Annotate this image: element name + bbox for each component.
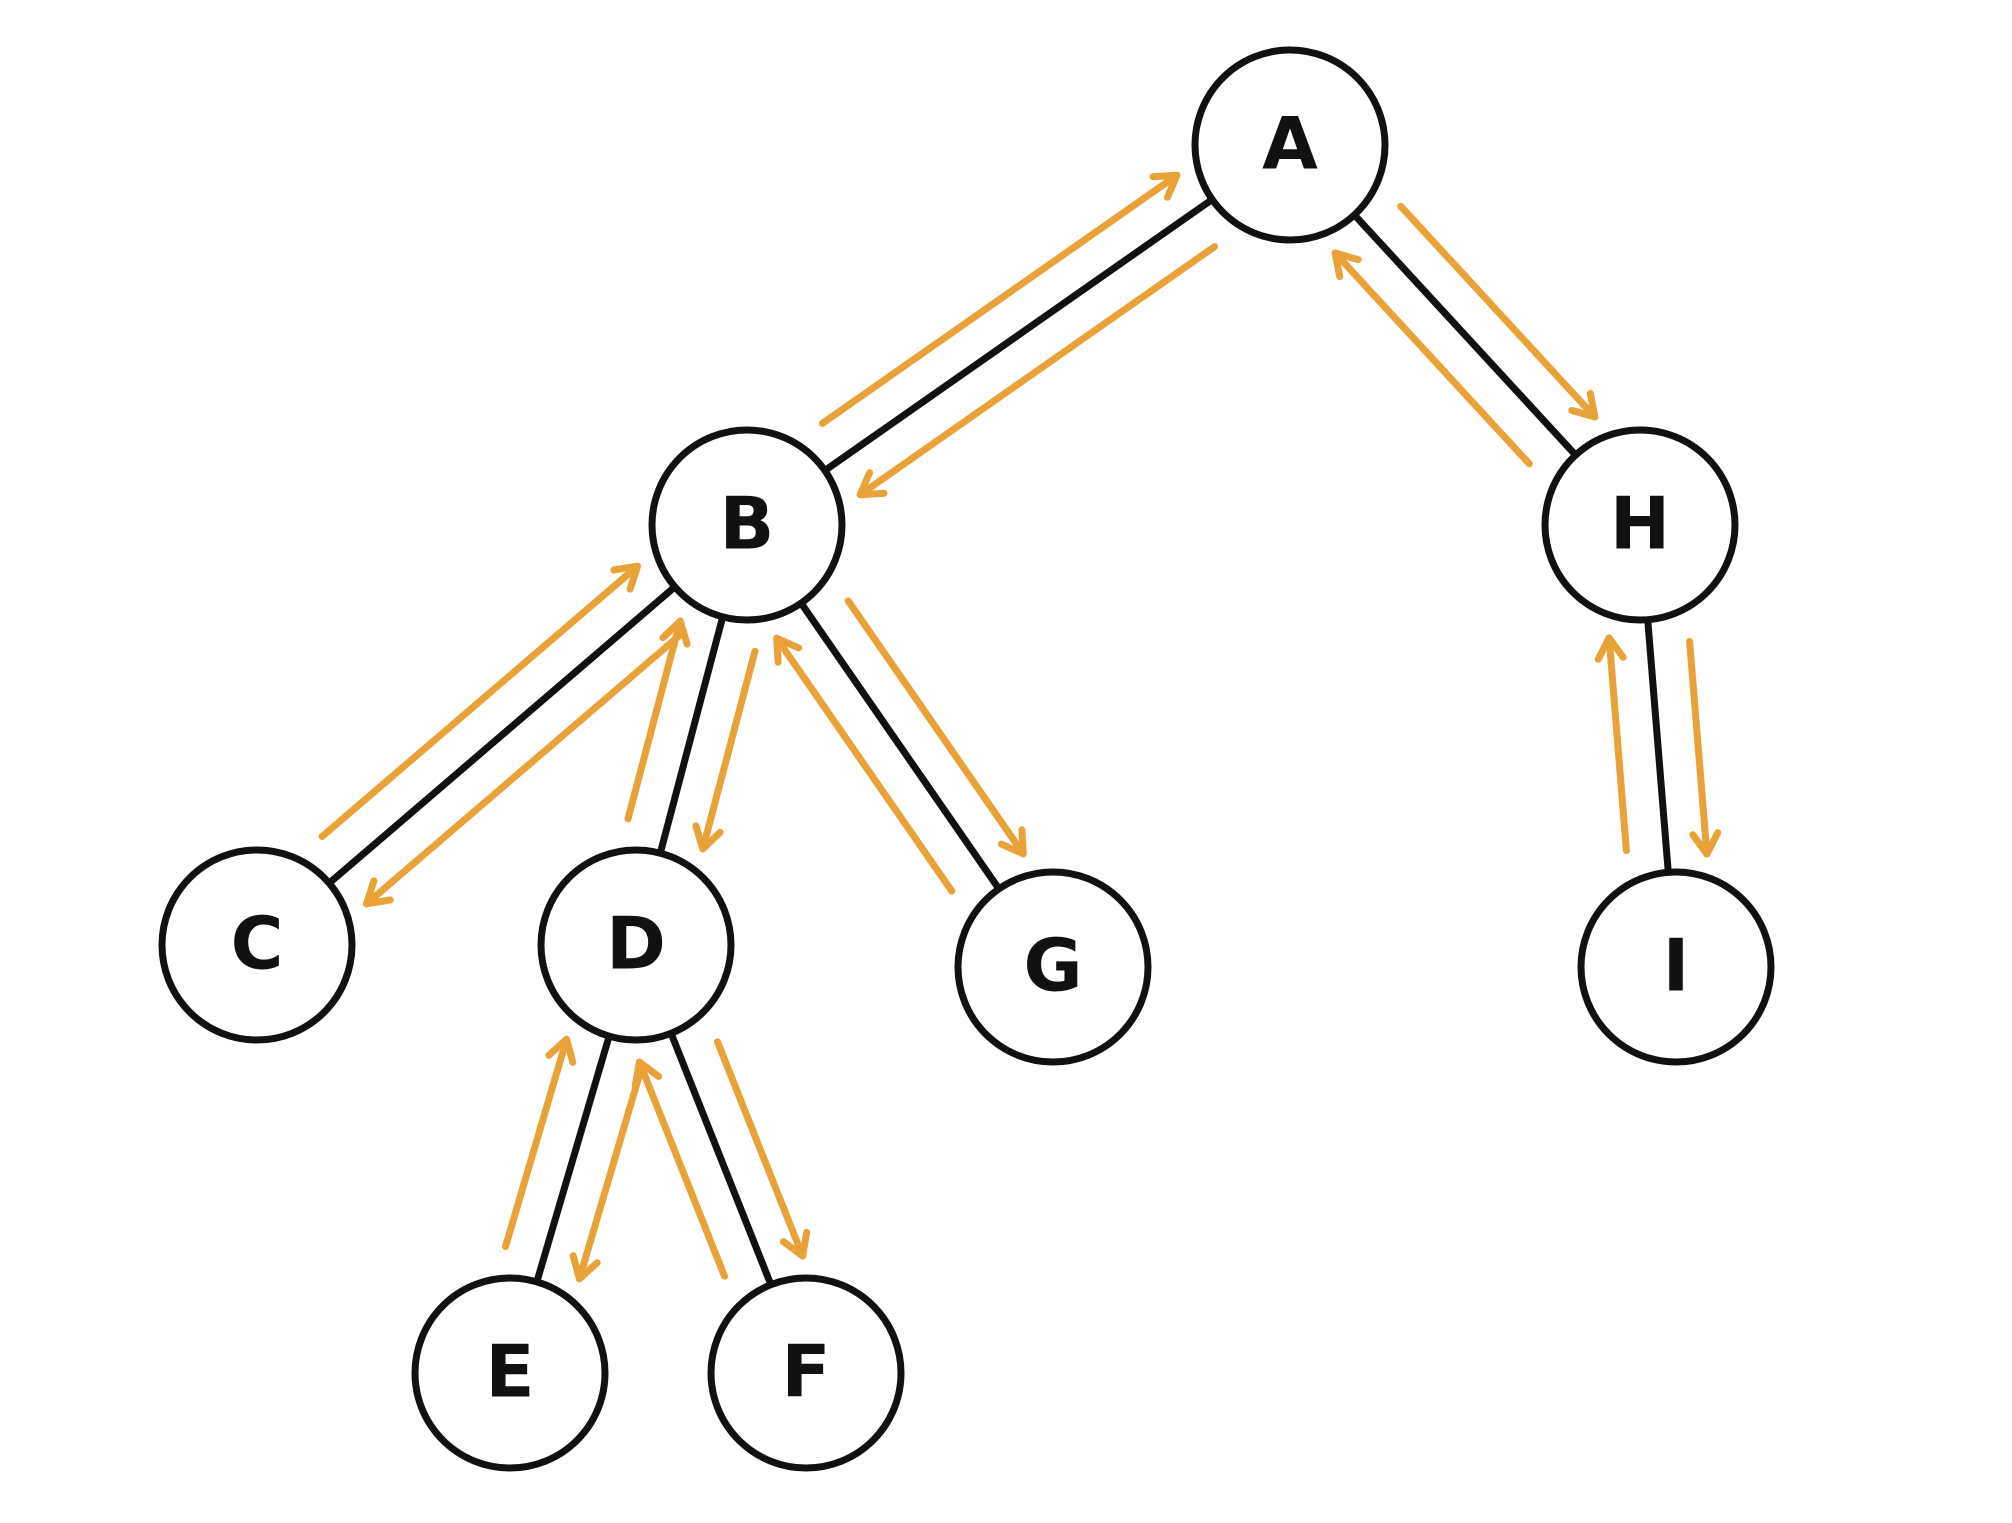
node-label-i: I: [1663, 924, 1690, 1008]
node-g: G: [954, 868, 1152, 1066]
node-h: H: [1541, 426, 1739, 624]
traversal-arrow-d-e: [569, 1067, 644, 1283]
edge-a-b: [743, 141, 1294, 529]
traversal-arrow-g-b: [773, 634, 956, 895]
node-c: C: [158, 846, 356, 1044]
traversal-arrow-d-f: [714, 1038, 811, 1260]
traversal-arrow-b-c: [363, 630, 686, 908]
node-circle-h: [1541, 426, 1739, 624]
node-circle-e: [411, 1274, 609, 1472]
node-circle-d: [537, 846, 735, 1044]
traversal-arrow-d-b: [624, 617, 691, 823]
node-d: D: [537, 846, 735, 1044]
node-label-f: F: [781, 1330, 830, 1414]
traversal-arrow-b-d: [692, 647, 759, 853]
node-label-e: E: [485, 1330, 534, 1414]
traversal-arrow-b-a: [818, 171, 1181, 427]
node-a: A: [1191, 46, 1389, 244]
node-circle-a: [1191, 46, 1389, 244]
node-label-b: B: [720, 482, 775, 566]
node-label-h: H: [1610, 482, 1670, 566]
traversal-arrow-b-g: [844, 597, 1027, 858]
traversal-arrow-h-a: [1331, 249, 1533, 468]
traversal-arrow-f-d: [631, 1058, 728, 1280]
tree-edges: [253, 141, 1680, 1377]
node-label-d: D: [606, 902, 666, 986]
node-circle-i: [1577, 868, 1775, 1066]
node-label-a: A: [1262, 102, 1318, 186]
traversal-arrow-a-h: [1397, 202, 1599, 421]
traversal-arrow-a-b: [856, 243, 1219, 499]
traversal-arrow-i-h: [1594, 634, 1630, 855]
node-circle-f: [707, 1274, 905, 1472]
traversal-arrow-e-d: [502, 1035, 577, 1251]
tree-nodes: A B C D E F G H I: [158, 46, 1775, 1472]
node-f: F: [707, 1274, 905, 1472]
traversal-arrows: [318, 171, 1722, 1283]
node-circle-c: [158, 846, 356, 1044]
node-circle-b: [648, 426, 846, 624]
node-label-g: G: [1023, 924, 1082, 1008]
traversal-arrow-c-b: [318, 562, 641, 840]
edge-b-c: [253, 521, 751, 949]
node-label-c: C: [231, 902, 284, 986]
node-e: E: [411, 1274, 609, 1472]
node-i: I: [1577, 868, 1775, 1066]
traversal-arrow-h-i: [1686, 637, 1722, 858]
node-b: B: [648, 426, 846, 624]
node-circle-g: [954, 868, 1152, 1066]
